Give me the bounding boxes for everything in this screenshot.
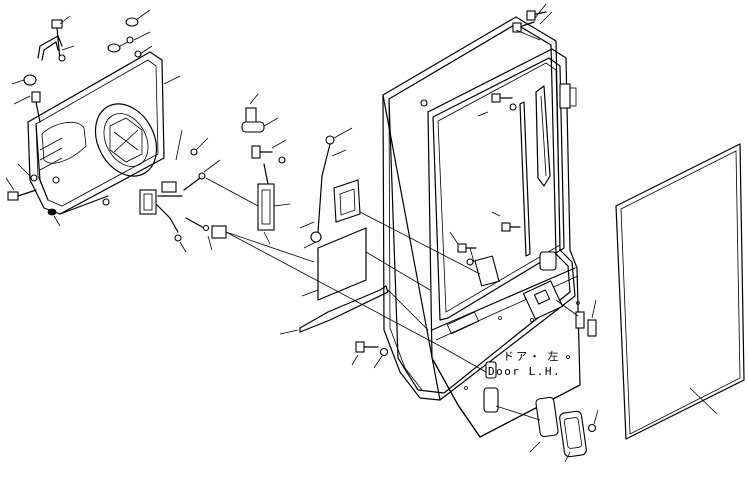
top-bolts [512,3,553,33]
door-panel [420,48,581,438]
rear-frame [27,35,181,215]
left-bolts [5,163,61,227]
outer-handle [529,396,599,463]
gasket-sheet [301,227,367,301]
lower-bolt [351,341,389,369]
striker-plate [299,127,361,249]
door-label-jp: ドア・ 左 [503,350,561,363]
glass-panel [615,143,745,440]
weatherstrip [279,285,389,335]
door-label-en: Door L.H. [488,365,561,378]
wiring-harness [139,129,227,253]
door-seal-frame [382,16,576,401]
assembly-axes [205,29,579,421]
stopper-pin [575,299,597,337]
lock-assembly [241,93,291,245]
door-bolts [449,93,521,266]
top-left-parts [11,9,153,123]
